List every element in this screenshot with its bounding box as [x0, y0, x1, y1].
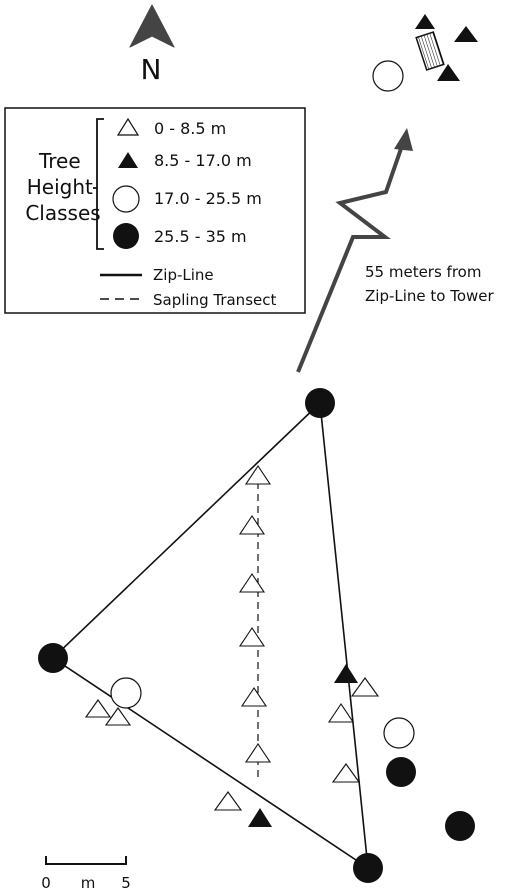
- legend-class-3: 17.0 - 25.5 m: [154, 189, 262, 208]
- tree-filled-circle: [353, 853, 383, 883]
- tree-open-triangle: [238, 573, 266, 593]
- tree-open-triangle: [331, 763, 361, 783]
- tree-open-triangle: [238, 515, 266, 535]
- scale-bar: [45, 856, 127, 865]
- legend-class-1: 0 - 8.5 m: [154, 119, 226, 138]
- tree-open-triangle: [244, 743, 272, 763]
- tree-open-circle: [110, 677, 142, 709]
- legend: Tree Height Classes 0 - 8.5 m 8.5 - 17.0…: [4, 107, 306, 314]
- tree-open-triangle: [213, 791, 243, 811]
- north-arrow-icon: [129, 4, 175, 48]
- tower-trees: [372, 14, 478, 92]
- legend-transect: Sapling Transect: [153, 291, 276, 309]
- scale-start: 0: [41, 874, 51, 892]
- tree-open-circle: [372, 60, 404, 92]
- tree-filled-circle: [38, 643, 68, 673]
- tree-open-triangle: [327, 703, 355, 723]
- tree-markers: [38, 388, 475, 883]
- legend-class-4: 25.5 - 35 m: [154, 227, 247, 246]
- tree-filled-triangle: [437, 64, 460, 81]
- legend-group-label: Tree Height Classes: [25, 149, 100, 225]
- tree-open-triangle: [238, 627, 266, 647]
- scale-end: 5: [121, 874, 131, 892]
- legend-bracket: [96, 118, 104, 250]
- scale-unit: m: [81, 874, 96, 892]
- zipline-triangle: [51, 401, 369, 870]
- tree-filled-triangle: [415, 14, 435, 29]
- tower-distance-note: 55 meters from Zip-Line to Tower: [365, 263, 495, 305]
- legend-box: [4, 107, 306, 314]
- open-circle-icon: [112, 185, 140, 213]
- tree-filled-triangle: [248, 808, 272, 827]
- open-triangle-icon: [116, 117, 140, 136]
- filled-triangle-icon: [118, 152, 138, 168]
- tower-distance-arrow: [296, 128, 413, 373]
- tree-filled-triangle: [334, 664, 358, 683]
- tree-open-triangle: [244, 465, 272, 485]
- tree-filled-circle: [386, 757, 416, 787]
- tree-open-triangle: [240, 687, 268, 707]
- tree-filled-circle: [305, 388, 335, 418]
- tree-filled-circle: [445, 811, 475, 841]
- tree-open-circle: [383, 717, 415, 749]
- tower-icon: [415, 31, 445, 71]
- tree-filled-triangle: [454, 26, 478, 42]
- tree-open-triangle: [104, 707, 132, 726]
- tree-open-triangle: [84, 699, 112, 718]
- legend-zipline: Zip-Line: [153, 266, 214, 284]
- legend-class-2: 8.5 - 17.0 m: [154, 151, 252, 170]
- north-label: N: [141, 53, 162, 86]
- filled-circle-icon: [113, 223, 139, 249]
- tree-open-triangle: [350, 677, 380, 697]
